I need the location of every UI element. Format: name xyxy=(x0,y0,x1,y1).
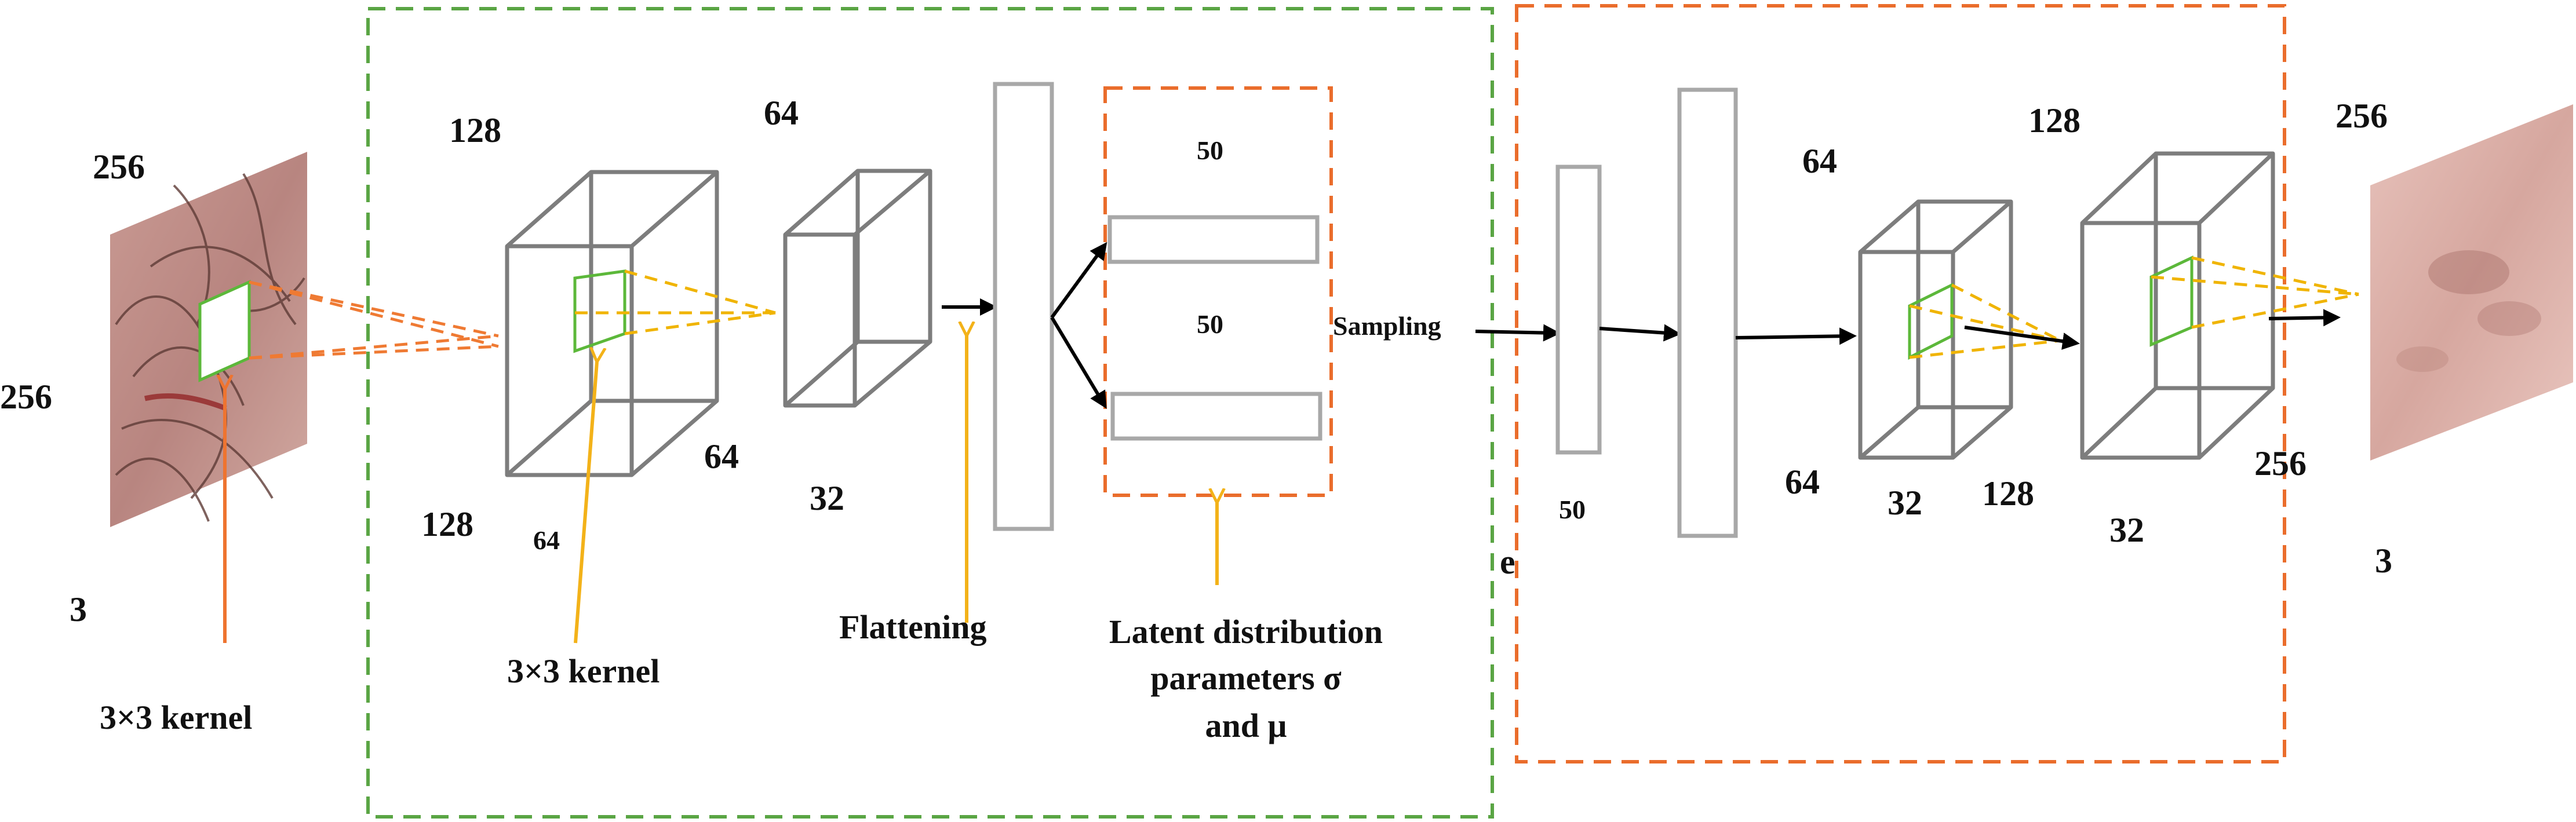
conv1-kernel-window xyxy=(573,269,626,353)
deconv2-to-output-arrow xyxy=(2268,309,2341,327)
latent-label-line3: and μ xyxy=(1205,707,1287,744)
encoder-conv2-block xyxy=(783,169,932,408)
conv2-bottom-size: 32 xyxy=(810,479,844,517)
deconv1-projection-lines xyxy=(1909,283,2061,359)
deconv1-top-size: 64 xyxy=(1802,142,1837,180)
dense1-size: 50 xyxy=(1559,495,1586,524)
deconv2-top-size: 128 xyxy=(2028,101,2081,140)
input-kernel-label: 3×3 kernel xyxy=(100,699,252,736)
dense1-to-dense2-arrow xyxy=(1599,324,1681,342)
latent-mu-bar xyxy=(1107,215,1320,264)
conv1-projection-lines xyxy=(575,269,776,335)
deconv2-left-size: 128 xyxy=(1982,474,2034,513)
deconv1-bottom-size: 32 xyxy=(1888,484,1922,522)
flatten-to-sigma-arrow xyxy=(1050,316,1107,409)
encoder-border xyxy=(366,7,1494,819)
deconv1-to-deconv2-arrow xyxy=(1964,326,2080,350)
decoder-deconv2-block xyxy=(2080,151,2275,460)
flattening-label: Flattening xyxy=(839,608,987,646)
latent-sigma-bar xyxy=(1110,392,1322,441)
dense2-to-deconv1-arrow xyxy=(1735,327,1857,345)
conv1-bottom-size: 128 xyxy=(421,505,473,543)
output-side-size: 256 xyxy=(2254,444,2307,483)
conv1-kernel-label: 3×3 kernel xyxy=(507,652,660,690)
conv2-side-size: 64 xyxy=(704,437,739,476)
input-width-label: 256 xyxy=(0,378,52,416)
decoder-dense1-bar xyxy=(1555,165,1602,455)
latent-label-line2: parameters σ xyxy=(1150,659,1342,697)
input-projection-lines xyxy=(249,280,499,360)
latent-sigma-size: 50 xyxy=(1197,309,1223,339)
stray-char: e xyxy=(1500,543,1515,581)
conv1-side-size: 64 xyxy=(533,525,560,555)
decoder-deconv1-block xyxy=(1858,199,2013,460)
latent-box-border xyxy=(1103,86,1333,497)
conv1-top-size: 128 xyxy=(449,111,501,149)
flatten-to-mu-arrow xyxy=(1050,242,1107,319)
sampling-label: Sampling xyxy=(1333,311,1441,341)
decoder-dense2-bar xyxy=(1677,87,1738,538)
sampling-arrow xyxy=(1475,324,1561,342)
flatten-layer xyxy=(993,82,1054,531)
deconv2-bottom-size: 32 xyxy=(2109,511,2144,549)
conv2-top-size: 64 xyxy=(764,94,799,132)
encoder-conv1-block xyxy=(505,170,719,477)
output-channels-label: 3 xyxy=(2375,542,2392,580)
latent-label-line1: Latent distribution xyxy=(1109,613,1383,651)
input-height-label: 256 xyxy=(93,148,145,186)
input-channels-label: 3 xyxy=(70,590,87,629)
output-image xyxy=(2370,104,2573,461)
deconv2-projection-lines xyxy=(2151,256,2359,329)
dense2-size: 64 xyxy=(1785,463,1820,501)
conv1-kernel-arrow xyxy=(574,362,597,644)
output-top-size: 256 xyxy=(2335,97,2388,135)
decoder-border xyxy=(1515,4,2286,763)
deconv1-kernel-window xyxy=(1908,282,1954,360)
latent-mu-size: 50 xyxy=(1197,136,1223,165)
